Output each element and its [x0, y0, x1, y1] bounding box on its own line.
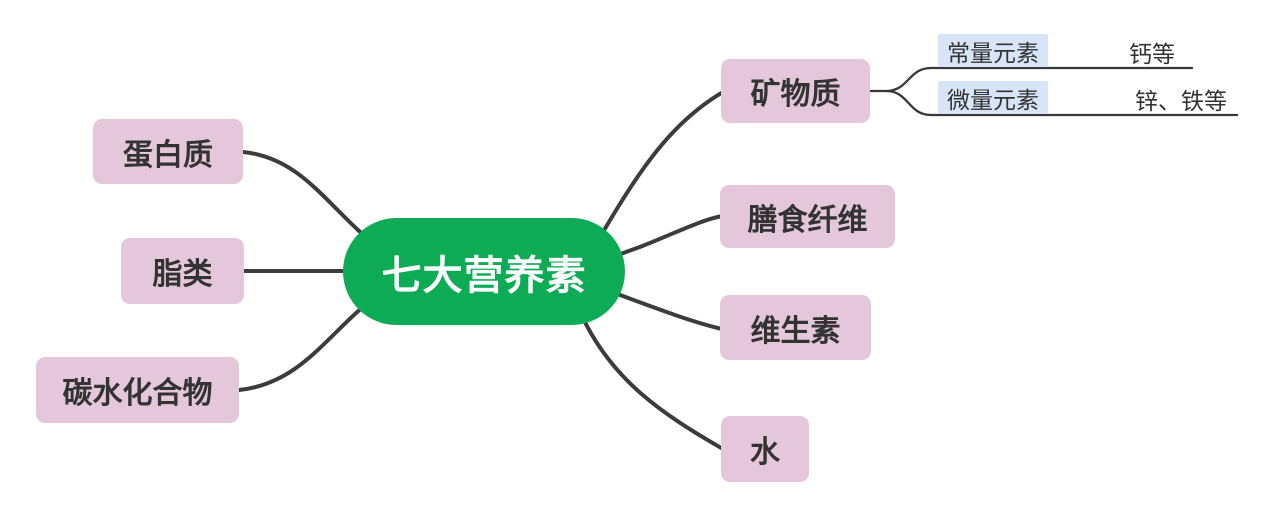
edge-fork-macro — [884, 66, 933, 93]
topic-vitamins[interactable]: 维生素 — [720, 295, 871, 360]
leaf-zinc-iron-etc-label: 锌、铁等 — [1135, 88, 1227, 114]
topic-dietary-fiber-label: 膳食纤维 — [747, 203, 868, 237]
subtopic-trace-elements-label: 微量元素 — [947, 86, 1039, 113]
topic-minerals[interactable]: 矿物质 — [721, 59, 870, 123]
topic-lipids-label: 脂类 — [152, 258, 213, 291]
edge-center-water — [580, 314, 725, 451]
topic-dietary-fiber[interactable]: 膳食纤维 — [720, 185, 895, 248]
subtopic-macro-elements[interactable]: 常量元素 — [938, 34, 1048, 67]
topic-protein-label: 蛋白质 — [123, 138, 213, 172]
central-topic-label: 七大营养素 — [381, 253, 587, 298]
leaf-calcium-etc-label: 钙等 — [1129, 41, 1175, 67]
topic-water-label: 水 — [750, 436, 780, 469]
topic-carbohydrates-label: 碳水化合物 — [62, 377, 213, 410]
central-topic-nutrients[interactable]: 七大营养素 — [343, 218, 625, 325]
topic-water[interactable]: 水 — [721, 416, 809, 482]
subtopic-trace-elements[interactable]: 微量元素 — [938, 81, 1048, 114]
edge-center-vitamins — [610, 290, 724, 331]
leaf-zinc-iron-etc[interactable]: 锌、铁等 — [1116, 85, 1246, 114]
topic-vitamins-label: 维生素 — [750, 314, 841, 348]
topic-lipids[interactable]: 脂类 — [121, 238, 244, 304]
edge-center-minerals — [594, 90, 725, 246]
topic-minerals-label: 矿物质 — [750, 78, 841, 111]
edge-fork-trace — [884, 89, 933, 117]
leaf-calcium-etc[interactable]: 钙等 — [1106, 38, 1198, 67]
topic-protein[interactable]: 蛋白质 — [93, 119, 243, 184]
edge-center-fiber — [606, 214, 724, 260]
subtopic-macro-elements-label: 常量元素 — [947, 39, 1039, 66]
topic-carbohydrates[interactable]: 碳水化合物 — [36, 357, 239, 423]
